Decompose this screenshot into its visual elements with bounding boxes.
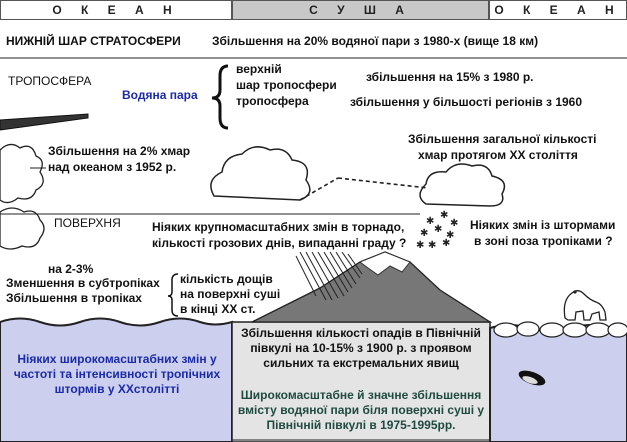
- right-ocean-water: [489, 324, 627, 442]
- total-clouds-line2: хмар протягом ХХ століття: [418, 148, 578, 162]
- svg-text:✱: ✱: [446, 230, 454, 241]
- tornado-line2: кількості грозових днів, випаданні граду…: [152, 236, 407, 250]
- rainfall-line2: на поверхні суші: [180, 287, 281, 301]
- stratosphere-trend: Збільшення на 20% водяної пари з 1980-х …: [212, 34, 539, 48]
- ocean-clouds-line2: над океаном з 1952 р.: [48, 160, 177, 174]
- water-vapour-label: Водяна пара: [122, 88, 198, 102]
- left-cloud-upper: [0, 143, 44, 204]
- precip-line2: півкулі на 10-15% з 1900 р. з проявом: [250, 341, 472, 355]
- rain-lines: [295, 251, 363, 301]
- precip-line3: сильних та екстремальних явищ: [263, 356, 459, 370]
- land-note-box: [231, 321, 491, 441]
- svg-text:✱: ✱: [428, 240, 436, 251]
- cloud-link-right: [337, 177, 429, 189]
- subtropics-percent: на 2-3%: [48, 262, 94, 276]
- storms-line2: в зоні поза тропіками ?: [474, 234, 613, 248]
- trend-upper: збільшення на 15% з 1980 р.: [366, 70, 534, 84]
- land-block: [231, 321, 491, 442]
- left-cloud-lower: [0, 207, 45, 250]
- vapour-brace: [211, 64, 229, 130]
- center-cloud: [210, 146, 311, 201]
- header-right-ocean: О К Е А Н: [489, 0, 627, 20]
- ocean-clouds-line1: Збільшення на 2% хмар: [48, 144, 191, 158]
- mountain: [251, 251, 493, 323]
- rainfall-line3: в кінці ХХ ст.: [180, 302, 256, 316]
- subtropics-decrease: Зменшення в субтропіках: [6, 276, 160, 290]
- penguin: [518, 370, 546, 386]
- cloud-link-left: [299, 177, 339, 201]
- svg-text:✱: ✱: [450, 218, 458, 229]
- tornado-line1: Ніяких крупномасштабних змін в торнадо,: [152, 220, 405, 234]
- level-troposphere: тропосфера: [236, 94, 309, 108]
- ocean-note-line3: штормів у ХХстолітті: [54, 382, 180, 396]
- vapour-line1: Широкомасштабне й значне збільшення: [240, 388, 482, 402]
- svg-text:✱: ✱: [440, 210, 448, 221]
- troposphere-label: ТРОПОСФЕРА: [8, 74, 92, 88]
- ocean-note-line2: частоті та інтенсивності тропічних: [13, 367, 221, 381]
- rainfall-bracket: [167, 273, 179, 317]
- header-land: С У Ш А: [232, 0, 489, 20]
- ice-floes: [493, 321, 627, 338]
- left-ocean-water: [0, 317, 233, 442]
- svg-text:✱: ✱: [442, 238, 450, 249]
- cirrus-wedge: [0, 113, 89, 131]
- header-left-ocean: О К Е А Н: [0, 0, 232, 20]
- tropics-increase: Збільшення в тропіках: [6, 291, 142, 305]
- vapour-line3: Північній півкулі в 1975-1995рр.: [266, 418, 456, 432]
- svg-text:✱: ✱: [434, 224, 442, 235]
- storms-line1: Ніяких змін із штормами: [470, 218, 616, 232]
- precip-line1: Збільшення кількості опадів в Північній: [241, 326, 481, 340]
- level-upper: верхній: [236, 62, 282, 76]
- vapour-line2: вмісту водяної пари біля поверхні суші у: [237, 403, 485, 417]
- stratosphere-label: НИЖНІЙ ШАР СТРАТОСФЕРИ: [6, 34, 181, 48]
- right-cloud: [419, 163, 506, 207]
- total-clouds-line1: Збільшення загальної кількості: [408, 132, 597, 146]
- surface-label: ПОВЕРХНЯ: [54, 216, 121, 230]
- svg-text:✱: ✱: [426, 216, 434, 227]
- snowflakes: ✱✱✱ ✱✱✱ ✱✱✱: [416, 210, 458, 251]
- svg-text:✱: ✱: [416, 240, 424, 251]
- ocean-note-line1: Ніяких широкомасштабних змін у: [17, 352, 217, 366]
- rainfall-line1: кількість дощів: [180, 272, 273, 286]
- svg-text:✱: ✱: [420, 228, 428, 239]
- trend-lower: збільшення у більшості регіонів з 1960: [350, 95, 583, 109]
- polar-bear: [563, 290, 607, 321]
- level-upper-layer: шар тропосфери: [236, 78, 337, 92]
